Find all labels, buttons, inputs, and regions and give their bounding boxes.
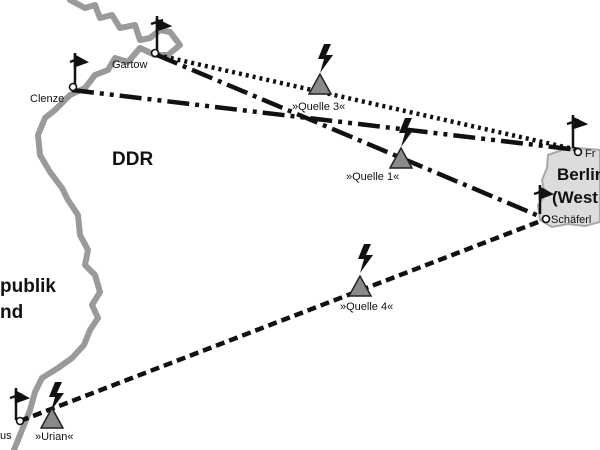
station-marker-gartow: [150, 48, 160, 58]
source-marker-quelle4: [347, 274, 373, 297]
region-label-berlin-2: (West: [552, 188, 598, 207]
source-label-quelle3: »Quelle 3«: [292, 101, 345, 113]
station-marker-clenze: [68, 82, 78, 92]
station-marker-frohnau: [573, 147, 583, 157]
west-berlin-area: [536, 146, 600, 229]
source-label-urian: »Urian«: [35, 431, 74, 443]
station-marker-left: [15, 416, 25, 426]
lightning-icon: [318, 44, 333, 73]
inner-german-border: [11, 0, 183, 450]
station-label-left: us: [0, 430, 12, 442]
source-label-quelle1: »Quelle 1«: [346, 171, 399, 183]
lightning-icon: [49, 382, 64, 411]
region-label-berlin-1: Berlin: [557, 165, 600, 184]
antenna-icon: [533, 185, 555, 214]
source-marker-quelle3: [307, 72, 333, 95]
source-marker-urian: [39, 406, 65, 429]
route-clenze-frohnau: [71, 87, 579, 153]
source-label-quelle4: »Quelle 4«: [340, 301, 393, 313]
station-label-frohnau: Fr: [585, 148, 596, 160]
antenna-icon: [9, 388, 31, 420]
region-label-ddr: DDR: [112, 149, 153, 170]
route-urian-schaefer: [19, 216, 547, 424]
station-marker-schaefer: [541, 214, 551, 224]
station-label-schaefer: Schäferl: [551, 214, 591, 226]
antenna-icon: [150, 16, 173, 52]
station-label-clenze: Clenze: [30, 93, 64, 105]
region-label-brd-1: publik: [0, 276, 56, 297]
antenna-icon: [566, 115, 589, 148]
source-marker-quelle1: [388, 146, 414, 169]
route-gartow-frohnau: [156, 52, 579, 153]
station-label-gartow: Gartow: [112, 59, 148, 71]
lightning-icon: [358, 244, 373, 273]
lightning-icon: [399, 118, 414, 147]
region-label-brd-2: nd: [0, 302, 23, 323]
antenna-icon: [69, 53, 90, 85]
route-gartow-schaefer: [156, 52, 547, 222]
